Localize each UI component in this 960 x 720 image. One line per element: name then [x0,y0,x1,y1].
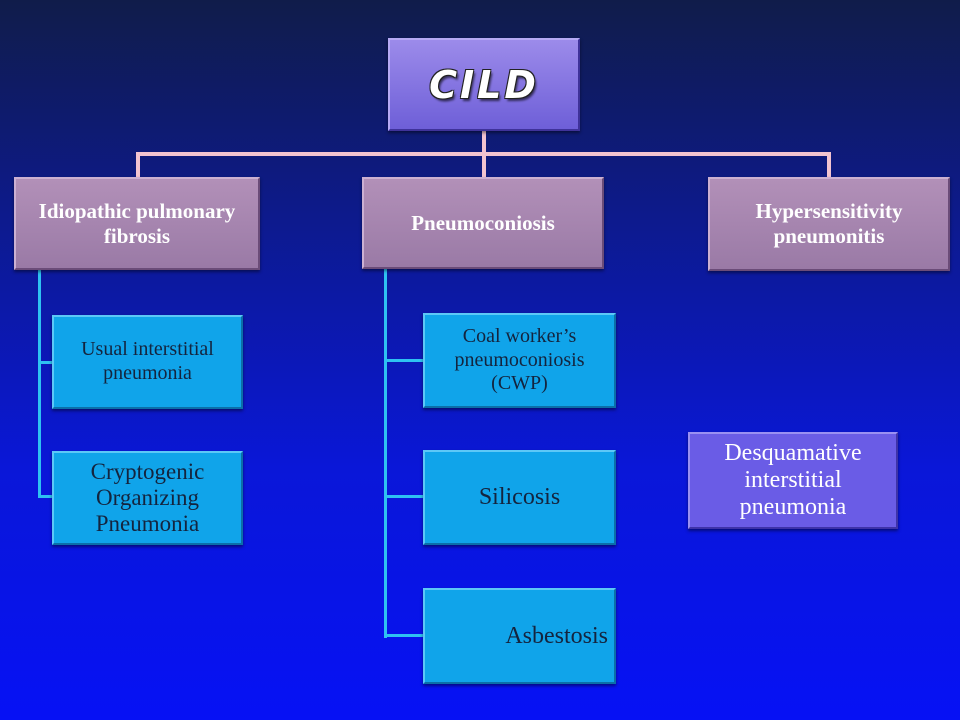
leaf-silicosis-label: Silicosis [478,484,561,511]
category-pneumoconiosis-label: Pneumoconiosis [411,210,555,235]
leaf-cryptogenic-organizing-pneumonia: Cryptogenic Organizing Pneumonia [52,451,243,545]
root-connector [482,131,486,153]
desquamative-interstitial-pneumonia-box: Desquamative interstitial pneumonia [688,432,898,529]
ipf-branch-2 [38,495,53,498]
pneumo-branch-3 [384,634,424,637]
ipf-branch-1 [38,361,53,364]
desquamative-label: Desquamative interstitial pneumonia [724,440,862,520]
leaf-uip-label: Usual interstitial pneumonia [81,338,214,384]
connector-ipf [136,152,140,180]
category-hypersensitivity-label: Hypersensitivity pneumonitis [755,199,903,248]
category-pneumoconiosis: Pneumoconiosis [362,177,604,269]
leaf-silicosis: Silicosis [423,450,616,545]
category-bar [136,152,831,156]
ipf-trunk [38,270,41,498]
connector-hypersensitivity [827,152,831,180]
leaf-coal-workers-pneumoconiosis: Coal worker’s pneumoconiosis (CWP) [423,313,616,408]
leaf-usual-interstitial-pneumonia: Usual interstitial pneumonia [52,315,243,409]
pneumo-branch-1 [384,359,424,362]
root-node: CILD [388,38,580,131]
connector-pneumoconiosis [482,152,486,180]
category-hypersensitivity: Hypersensitivity pneumonitis [708,177,950,271]
leaf-asbestosis: Asbestosis [423,588,616,684]
category-ipf: Idiopathic pulmonary fibrosis [14,177,260,270]
pneumo-trunk [384,268,387,638]
leaf-cwp-label: Coal worker’s pneumoconiosis (CWP) [454,325,585,395]
pneumo-branch-2 [384,495,424,498]
root-label: CILD [429,62,539,107]
category-ipf-label: Idiopathic pulmonary fibrosis [38,198,236,248]
leaf-asbestosis-label: Asbestosis [505,622,608,649]
leaf-cop-label: Cryptogenic Organizing Pneumonia [90,458,205,537]
